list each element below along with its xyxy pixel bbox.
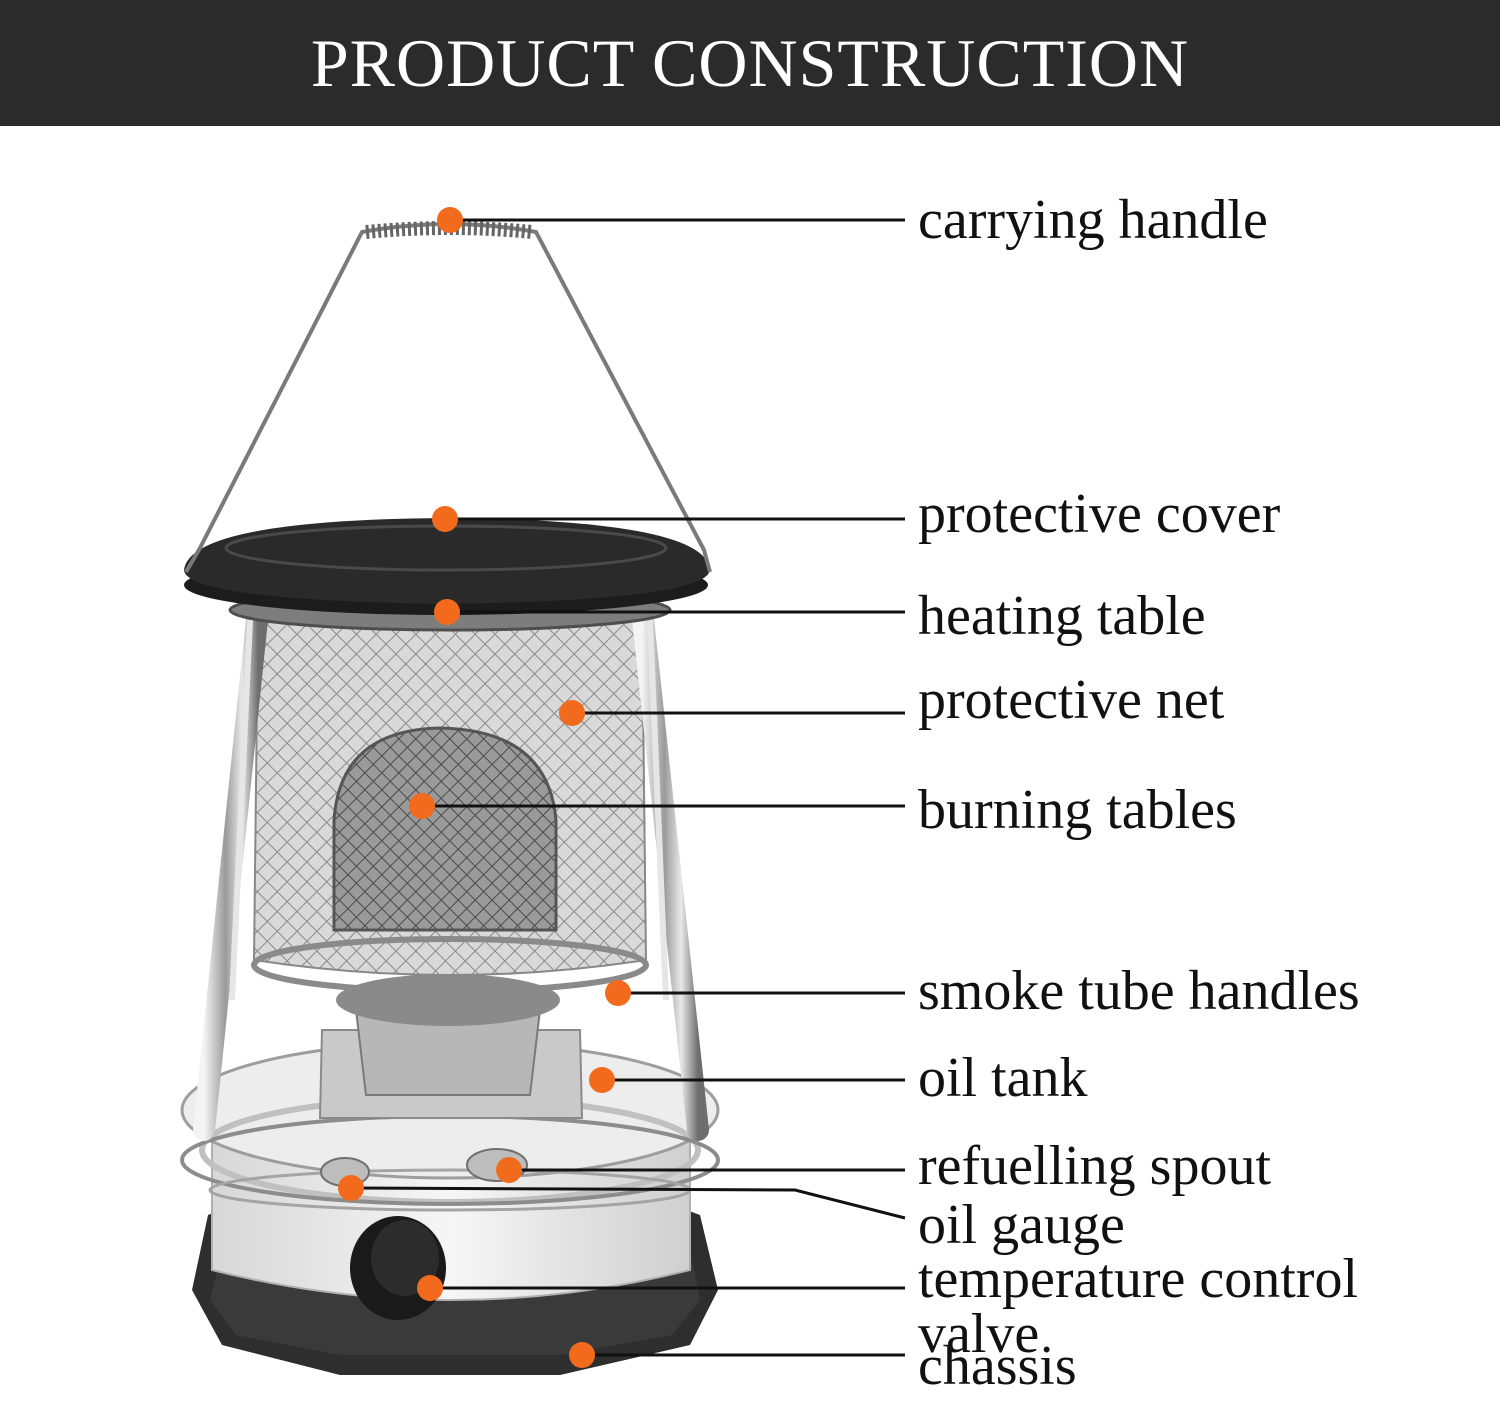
- marker-oil-tank: [589, 1067, 615, 1093]
- protective-cover-shape: [184, 518, 710, 615]
- marker-oil-gauge: [338, 1175, 364, 1201]
- marker-chassis: [569, 1342, 595, 1368]
- header-banner: PRODUCT CONSTRUCTION: [0, 0, 1500, 126]
- marker-burning-tables: [409, 793, 435, 819]
- label-temperature-control-valve-line1: temperature control: [918, 1248, 1359, 1310]
- label-temperature-control-valve: temperature control valve: [918, 1248, 1359, 1365]
- marker-smoke-tube-handles: [605, 980, 631, 1006]
- burning-tables-shape: [332, 726, 558, 932]
- marker-protective-net: [559, 700, 585, 726]
- label-protective-cover: protective cover: [918, 483, 1281, 545]
- marker-carrying-handle: [437, 207, 463, 233]
- label-chassis: chassis: [918, 1335, 1077, 1397]
- burner-base-shape: [318, 974, 584, 1119]
- label-carrying-handle: carrying handle: [918, 189, 1268, 251]
- frame-legs-shape: [193, 599, 709, 1141]
- page-title: PRODUCT CONSTRUCTION: [310, 24, 1190, 101]
- marker-protective-cover: [432, 506, 458, 532]
- label-oil-gauge: oil gauge: [918, 1194, 1125, 1256]
- label-heating-table: heating table: [918, 585, 1206, 647]
- label-refuelling-spout: refuelling spout: [918, 1135, 1272, 1197]
- marker-heating-table: [434, 599, 460, 625]
- label-temperature-control-valve-line2: valve: [918, 1302, 1040, 1365]
- label-protective-net: protective net: [918, 669, 1225, 731]
- knob-shape: [350, 1216, 446, 1320]
- label-burning-tables: burning tables: [918, 779, 1237, 841]
- leader-lines: [338, 207, 906, 1368]
- label-smoke-tube-handles: smoke tube handles: [918, 960, 1360, 1022]
- label-oil-tank: oil tank: [918, 1047, 1088, 1109]
- leader-line-oil-gauge: [350, 1186, 906, 1220]
- marker-temperature-control-valve: [417, 1275, 443, 1301]
- marker-refuelling-spout: [496, 1157, 522, 1183]
